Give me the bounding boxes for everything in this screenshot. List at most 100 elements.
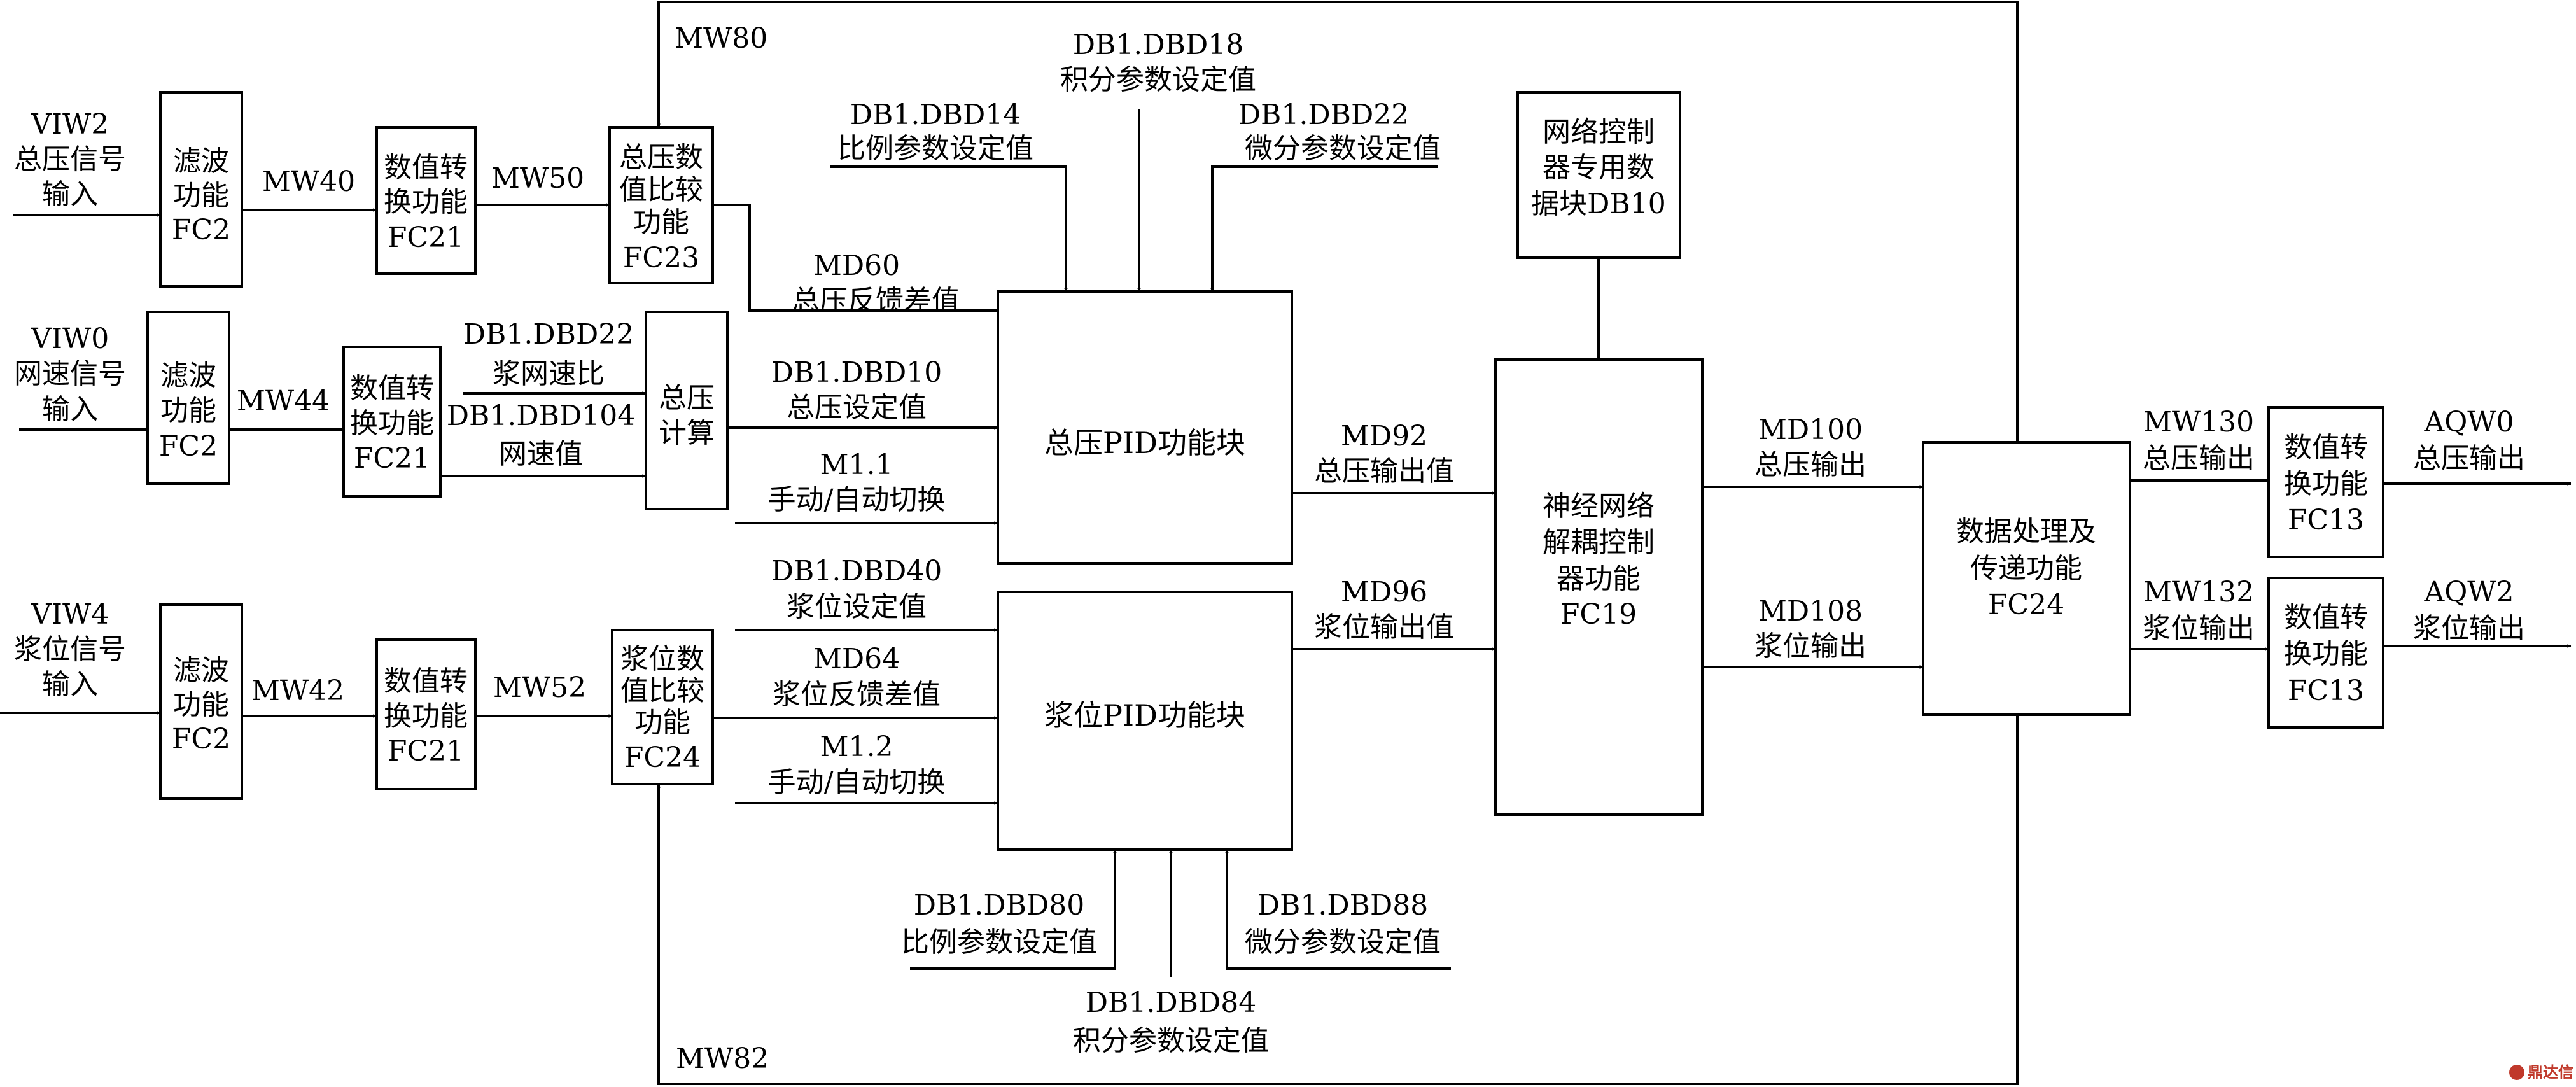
svg-text:滤波: 滤波 [173,145,229,178]
svg-text:FC23: FC23 [623,242,699,274]
label-md100: MD100 总压输出 [1754,414,1866,481]
svg-text:MW132: MW132 [2143,576,2254,608]
svg-text:浆位数: 浆位数 [620,643,704,675]
svg-text:MD60: MD60 [813,249,900,282]
svg-text:DB1.DBD40: DB1.DBD40 [771,555,942,587]
svg-text:比例参数设定值: 比例参数设定值 [901,926,1097,958]
svg-text:DB1.DBD80: DB1.DBD80 [914,889,1084,922]
svg-text:FC13: FC13 [2288,504,2364,536]
block-neural: 神经网络 解耦控制 器功能 FC19 [1494,358,1704,816]
svg-text:网络控制: 网络控制 [1543,116,1655,148]
svg-text:解耦控制: 解耦控制 [1543,526,1655,559]
svg-text:浆位输出值: 浆位输出值 [1314,611,1454,643]
label-mw50: MW50 [491,162,584,195]
svg-text:积分参数设定值: 积分参数设定值 [1073,1025,1269,1057]
arrow-dbd14 [830,165,1068,292]
svg-text:数值转: 数值转 [2284,431,2368,464]
feedback-loop-mw82 [657,636,2019,1085]
svg-text:传递功能: 传递功能 [1970,552,2082,585]
svg-text:FC24: FC24 [1988,589,2064,621]
svg-text:FC19: FC19 [1560,598,1637,631]
label-aqw2: AQW2 浆位输出 [2413,576,2525,645]
svg-text:MD108: MD108 [1758,595,1863,628]
svg-text:VIW4: VIW4 [31,598,109,631]
label-mw40: MW40 [262,165,355,198]
arrow-dbd22-diff [1210,165,1438,292]
svg-text:总压: 总压 [659,382,715,414]
label-mw132: MW132 浆位输出 [2143,576,2255,645]
block-filter-mid: 滤波 功能 FC2 [146,311,230,485]
block-calc-total: 总压 计算 [645,311,729,510]
svg-text:鼎达信: 鼎达信 [2528,1063,2573,1081]
block-out-conv-top: 数值转 换功能 FC13 [2267,406,2384,558]
label-dbd22-diff: DB1.DBD22 微分参数设定值 [1238,99,1441,165]
svg-text:数值转: 数值转 [350,372,434,405]
svg-text:功能: 功能 [634,706,690,739]
svg-text:AQW2: AQW2 [2423,576,2514,608]
svg-text:浆网速比: 浆网速比 [493,358,605,390]
svg-text:总压输出值: 总压输出值 [1314,455,1454,487]
label-md108: MD108 浆位输出 [1754,595,1866,663]
svg-text:微分参数设定值: 微分参数设定值 [1245,926,1441,958]
svg-text:总压输出: 总压输出 [2143,442,2255,475]
svg-text:FC13: FC13 [2288,675,2364,707]
svg-text:浆位输出: 浆位输出 [2143,612,2255,645]
svg-text:器专用数: 器专用数 [1543,151,1655,184]
watermark-logo: 鼎达信 [2509,1063,2573,1081]
svg-text:浆位输出: 浆位输出 [2413,612,2525,645]
svg-text:MD64: MD64 [813,643,900,675]
svg-text:浆位PID功能块: 浆位PID功能块 [1044,698,1245,733]
svg-text:换功能: 换功能 [2284,468,2368,500]
svg-text:总压数: 总压数 [619,141,703,174]
svg-text:DB1.DBD22: DB1.DBD22 [1238,99,1409,131]
svg-text:据块DB10: 据块DB10 [1531,188,1666,220]
label-mw130: MW130 总压输出 [2143,406,2255,475]
svg-text:输入: 输入 [42,178,98,211]
svg-text:积分参数设定值: 积分参数设定值 [1060,64,1256,96]
svg-text:FC21: FC21 [354,442,430,475]
arrow-md60 [713,204,998,312]
svg-text:MD100: MD100 [1758,414,1863,446]
svg-text:VIW2: VIW2 [31,108,109,141]
block-out-conv-bot: 数值转 换功能 FC13 [2267,577,2384,729]
input-label-viw2: VIW2 总压信号 输入 [14,108,126,211]
svg-text:手动/自动切换: 手动/自动切换 [768,484,946,516]
svg-text:AQW0: AQW0 [2423,406,2514,438]
block-filter-top: 滤波 功能 FC2 [159,91,243,288]
svg-text:DB1.DBD22: DB1.DBD22 [463,318,634,351]
svg-text:MD96: MD96 [1341,576,1427,608]
label-mw82: MW82 [676,1042,769,1075]
svg-text:滤波: 滤波 [160,360,216,392]
svg-text:数值转: 数值转 [2284,601,2368,634]
svg-text:功能: 功能 [173,689,229,721]
block-cmp-pressure: 总压数 值比较 功能 FC23 [608,126,714,284]
label-md60: MD60 总压反馈差值 [792,249,960,317]
block-filter-bot: 滤波 功能 FC2 [159,603,243,800]
svg-text:FC21: FC21 [388,735,464,768]
label-dbd88: DB1.DBD88 微分参数设定值 [1245,889,1441,958]
svg-text:FC21: FC21 [388,221,464,254]
svg-text:手动/自动切换: 手动/自动切换 [768,766,946,799]
svg-text:器功能: 器功能 [1557,563,1641,595]
svg-text:网速信号: 网速信号 [14,358,126,390]
svg-text:总压PID功能块: 总压PID功能块 [1044,426,1245,460]
svg-text:数值转: 数值转 [384,151,468,184]
svg-text:MW130: MW130 [2143,406,2254,438]
svg-text:MD92: MD92 [1341,420,1427,452]
svg-text:计算: 计算 [659,417,715,449]
svg-text:浆位反馈差值: 浆位反馈差值 [773,678,941,711]
svg-text:VIW0: VIW0 [31,323,109,355]
block-cmp-slurry: 浆位数 值比较 功能 FC24 [611,629,714,785]
svg-text:神经网络: 神经网络 [1543,490,1655,522]
svg-text:输入: 输入 [42,393,98,426]
input-label-viw0: VIW0 网速信号 输入 [14,323,126,426]
svg-text:DB1.DBD14: DB1.DBD14 [850,99,1021,131]
arrow-dbd80 [910,849,1117,970]
label-dbd104: DB1.DBD104 网速值 [447,400,635,470]
svg-text:值比较: 值比较 [619,174,703,206]
label-mw52: MW52 [493,671,586,704]
svg-text:功能: 功能 [160,395,216,427]
svg-text:DB1.DBD18: DB1.DBD18 [1073,29,1243,61]
svg-text:数据处理及: 数据处理及 [1956,515,2096,548]
svg-text:总压信号: 总压信号 [14,143,126,176]
